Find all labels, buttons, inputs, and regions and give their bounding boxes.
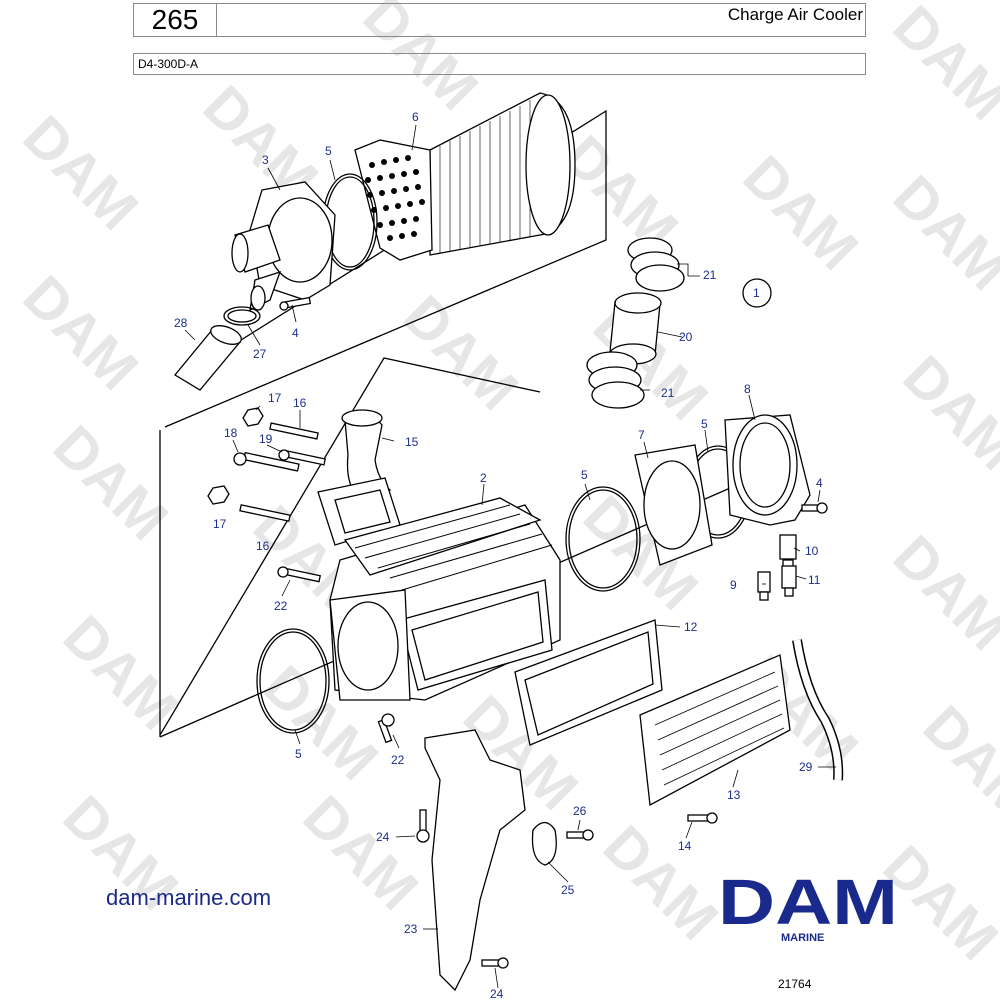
bolt [566, 829, 594, 841]
hose-clamp [223, 306, 261, 326]
callout-25: 25 [561, 883, 575, 897]
rubber-hose [609, 292, 662, 365]
stud-bolt [278, 449, 326, 466]
hose-pipe [174, 325, 242, 391]
double-hose-clamp [586, 351, 645, 409]
watermark: DAM [51, 603, 190, 742]
callout-5: 5 [325, 144, 332, 158]
logo-subtitle: MARINE [781, 932, 825, 944]
callout-11: 11 [808, 573, 821, 587]
double-hose-clamp [627, 237, 685, 292]
callout-14: 14 [678, 839, 692, 853]
callout-27: 27 [253, 347, 267, 361]
callout-26: 26 [573, 804, 587, 818]
bolt [481, 957, 509, 969]
watermark: DAM [881, 0, 1000, 133]
callout-12: 12 [684, 620, 698, 634]
watermark: DAM [911, 693, 1000, 832]
bolt [279, 296, 312, 311]
callout-19: 19 [259, 432, 273, 446]
watermark: DAM [391, 283, 530, 422]
callout-7: 7 [638, 428, 645, 442]
o-ring [259, 631, 327, 731]
callout-6: 6 [412, 110, 419, 124]
hose-clamp [227, 309, 257, 323]
callout-3: 3 [262, 153, 269, 167]
callout-24: 24 [376, 830, 390, 844]
stud-bolt [207, 485, 291, 522]
callout-1: 1 [753, 286, 760, 300]
fitting [781, 565, 797, 597]
watermark: DAM [731, 143, 870, 282]
o-ring [256, 628, 330, 734]
callout-5: 5 [581, 468, 588, 482]
callout-17: 17 [268, 391, 282, 405]
stud-bolt [242, 407, 319, 440]
callout-4: 4 [816, 476, 823, 490]
watermark: DAM [591, 813, 730, 952]
intake-cover [231, 181, 336, 312]
watermark: DAM [41, 413, 180, 552]
callout-29: 29 [799, 760, 813, 774]
fitting [757, 571, 771, 601]
leader-lines [184, 124, 836, 989]
callout-23: 23 [404, 922, 418, 936]
watermark: DAM [881, 163, 1000, 302]
stud-bolt [233, 451, 300, 472]
callout-28: 28 [174, 316, 188, 330]
note-circle [742, 278, 772, 308]
callout-20: 20 [679, 330, 693, 344]
bolt [377, 713, 395, 744]
callout-2: 2 [480, 471, 487, 485]
bolt [277, 566, 322, 583]
callout-5: 5 [701, 417, 708, 431]
bolt [687, 812, 718, 824]
callout-17: 17 [213, 517, 227, 531]
watermark: DAM [881, 523, 1000, 662]
mounting-bracket [424, 729, 526, 992]
callout-9: 9 [730, 578, 737, 592]
callout-22: 22 [274, 599, 288, 613]
header-bar: 265 Charge Air Cooler [133, 3, 866, 37]
callout-4: 4 [292, 326, 299, 340]
page-title: Charge Air Cooler [727, 5, 863, 24]
callout-15: 15 [405, 435, 419, 449]
callout-18: 18 [224, 426, 238, 440]
watermark: DAM [891, 343, 1000, 482]
bolt [416, 809, 430, 843]
website-link[interactable]: dam-marine.com [106, 885, 272, 910]
callout-24: 24 [490, 987, 504, 1000]
reference-number: 21764 [778, 977, 812, 991]
logo-text: DAM [718, 870, 898, 938]
bolt [801, 502, 828, 514]
o-ring [568, 489, 638, 589]
callout-8: 8 [744, 382, 751, 396]
p-clamp [531, 821, 557, 866]
callout-16: 16 [293, 396, 307, 410]
o-ring [565, 486, 641, 592]
watermark: DAM [11, 103, 150, 242]
lower-frame-line [159, 357, 541, 737]
callout-13: 13 [727, 788, 741, 802]
callout-labels: 1 2 3 4 4 5 5 5 5 6 7 8 9 10 11 12 13 14… [174, 110, 823, 1000]
callout-10: 10 [805, 544, 819, 558]
model-bar: D4-300D-A [133, 53, 866, 75]
callout-5: 5 [295, 747, 302, 761]
cover-plate [639, 654, 791, 807]
fitting [779, 534, 797, 569]
filter-cartridge [354, 92, 576, 261]
watermark: DAM [291, 783, 430, 922]
watermark: DAM [11, 263, 150, 402]
model-code: D4-300D-A [138, 57, 199, 71]
callout-21: 21 [661, 386, 675, 400]
dam-marine-logo: DAM [718, 870, 898, 938]
callout-22: 22 [391, 753, 405, 767]
callout-16: 16 [256, 539, 270, 553]
end-cover [724, 414, 811, 526]
callout-21: 21 [703, 268, 717, 282]
page-number: 265 [134, 4, 217, 36]
charge-air-cooler-housing [329, 497, 561, 701]
